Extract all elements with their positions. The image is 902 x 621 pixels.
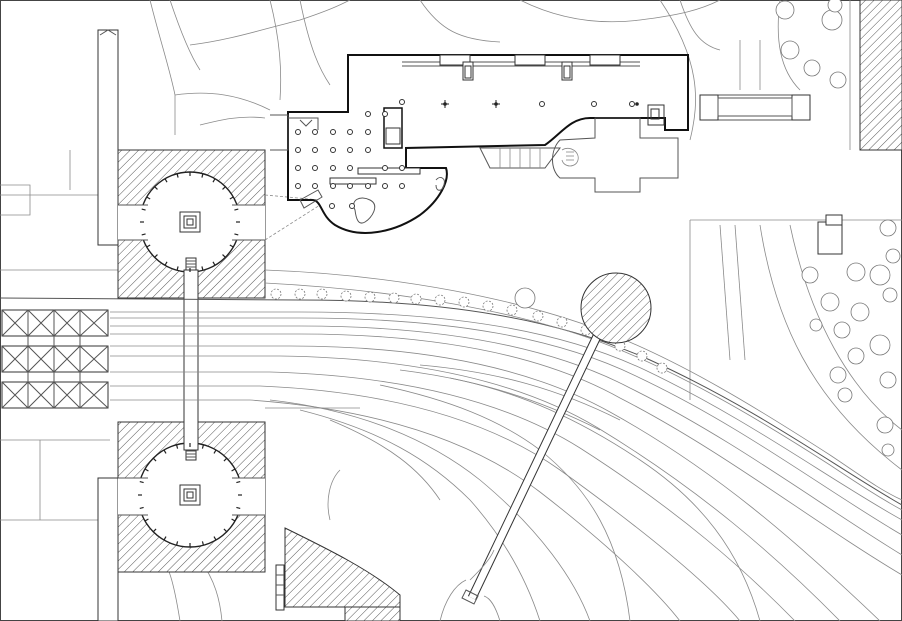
plaza-tick [154, 254, 158, 258]
plaza-tick [164, 178, 168, 183]
plaza-tick [201, 541, 205, 546]
cross-shaped-terrace [552, 117, 679, 193]
plaza-tick [222, 186, 226, 190]
plaza-tick [212, 178, 216, 183]
plaza-tick-marks [138, 443, 242, 547]
plaza-tick [163, 449, 167, 454]
plaza-tick-marks [140, 172, 240, 272]
hatched-building-bottom [275, 527, 401, 621]
plaza-tick [152, 457, 157, 462]
small-building-right [699, 94, 843, 255]
plaza-tick [141, 208, 146, 211]
plaza-tick [236, 480, 241, 484]
plaza-tick [175, 541, 179, 546]
plaza-tick [146, 244, 151, 248]
track-bridge-girders [1, 309, 109, 409]
plaza-tick [144, 518, 149, 522]
plaza-tick [212, 261, 216, 266]
plaza-tick [139, 506, 144, 510]
plaza-tick [163, 536, 167, 541]
plaza-tick [176, 266, 179, 271]
tree-row [270, 287, 668, 374]
hatched-building-block-top-right [859, 0, 902, 151]
railway-tracks [0, 297, 902, 621]
plaza-tick [139, 480, 144, 484]
plaza-tick [229, 196, 234, 200]
lower-plaza-monument [179, 484, 201, 506]
plaza-tick [141, 233, 146, 236]
plaza-tick [201, 173, 204, 178]
plaza-tick [201, 266, 204, 271]
plaza-tick [176, 173, 179, 178]
plaza-tick [236, 506, 241, 510]
plaza-tick [144, 468, 149, 472]
plaza-tick [201, 444, 205, 449]
plaza-tick [175, 444, 179, 449]
plaza-tick [213, 536, 217, 541]
plaza-tick [234, 208, 239, 211]
plaza-tick [223, 457, 228, 462]
left-walkway-strips [97, 29, 119, 621]
plaza-tick [146, 196, 151, 200]
pavilion-building [270, 54, 689, 234]
plaza-tick [229, 244, 234, 248]
plaza-tick [152, 528, 157, 533]
plaza-tick [164, 261, 168, 266]
upper-plaza-monument [179, 211, 201, 233]
tree-cluster-right [775, 0, 901, 457]
plaza-connector-bridge [183, 269, 199, 451]
circular-platform [439, 272, 652, 621]
entrance-stairs [479, 147, 561, 169]
plaza-tick [223, 528, 228, 533]
plaza-tick [231, 518, 236, 522]
plaza-tick [154, 186, 158, 190]
plaza-tick [231, 468, 236, 472]
plaza-tick [213, 449, 217, 454]
plaza-tick [234, 233, 239, 236]
plaza-tick [222, 254, 226, 258]
